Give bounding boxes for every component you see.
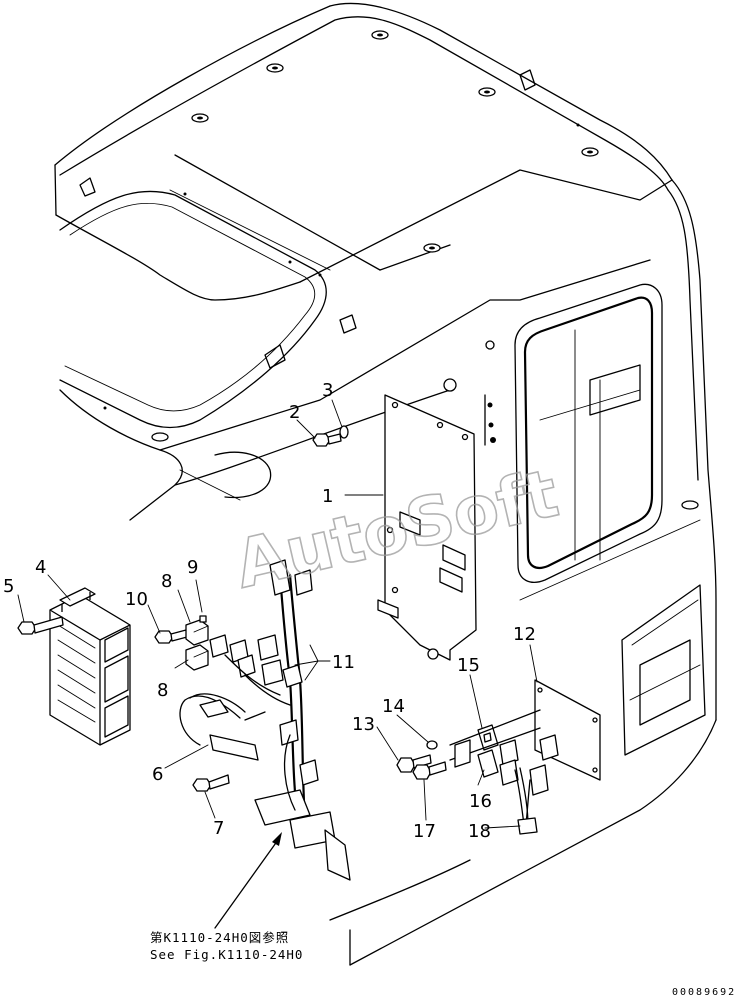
callout-5: 5 (3, 576, 14, 597)
relay-8-upper (185, 619, 209, 646)
washer-14 (426, 740, 438, 750)
wiring-harness-6 (179, 693, 266, 761)
callout-1: 1 (322, 486, 333, 507)
callout-13: 13 (352, 714, 375, 735)
callout-7: 7 (213, 818, 224, 839)
cab-outline (54, 2, 717, 966)
wiring-harness-11 (209, 559, 351, 881)
sub-harness-18 (449, 709, 559, 835)
washer-3 (339, 425, 349, 439)
callout-16: 16 (469, 791, 492, 812)
callout-8-lower: 8 (157, 680, 168, 701)
callout-2: 2 (289, 402, 300, 423)
roof-bolt-heads (79, 30, 699, 510)
reference-note-ja: 第K1110-24H0図参照 (150, 930, 289, 945)
controller-4 (49, 587, 131, 746)
relay-15 (477, 724, 499, 751)
callout-4: 4 (35, 557, 46, 578)
leader-lines (17, 399, 538, 929)
callout-9: 9 (187, 557, 198, 578)
callout-14: 14 (382, 696, 405, 717)
callout-6: 6 (152, 764, 163, 785)
callout-12: 12 (513, 624, 536, 645)
bolt-7 (192, 774, 230, 792)
reference-note-en: See Fig.K1110-24H0 (150, 947, 303, 962)
callout-labels: 1 2 3 4 5 6 7 8 8 9 10 11 12 13 14 15 16… (3, 380, 536, 842)
bolt-2 (312, 433, 342, 447)
bolt-5 (17, 616, 64, 635)
callout-17: 17 (413, 821, 436, 842)
callout-3: 3 (322, 380, 333, 401)
bolt-17 (412, 761, 447, 780)
relay-16 (477, 749, 499, 778)
callout-18: 18 (468, 821, 491, 842)
callout-8-upper: 8 (161, 571, 172, 592)
callout-11: 11 (332, 652, 355, 673)
bracket-plate-1 (377, 394, 496, 661)
drawing-code: 00089692 (672, 987, 736, 998)
callout-15: 15 (457, 655, 480, 676)
callout-10: 10 (125, 589, 148, 610)
clip-9 (199, 615, 207, 623)
relay-8-lower (185, 644, 209, 671)
